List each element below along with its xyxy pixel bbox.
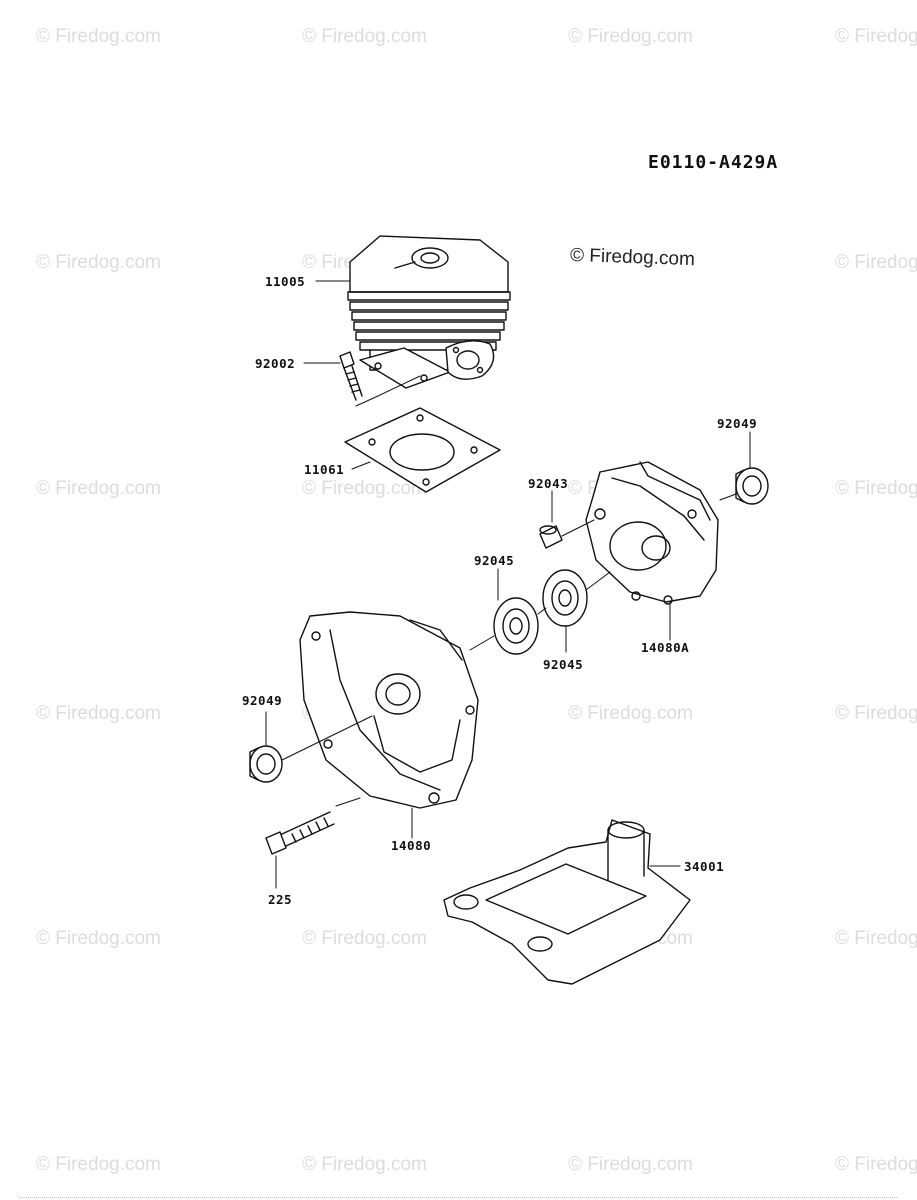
cylinder-drawing [347, 235, 511, 389]
watermark: © Firedog.com [302, 1154, 427, 1175]
part-label-cylinder-bolt: 92002 [255, 356, 296, 371]
crankcase-left-drawing [299, 611, 479, 809]
watermark: © Firedog.com [302, 26, 427, 47]
watermark: © Firedog.com [835, 1154, 917, 1175]
watermark: © Firedog.com [36, 252, 161, 273]
part-label-bearing-left: 92045 [474, 553, 515, 568]
watermark: © Firedog.com [302, 928, 427, 949]
diagram-code: E0110-A429A [648, 152, 779, 173]
cylinder-bolt-drawing [339, 351, 363, 401]
watermark: © Firedog.com [835, 928, 917, 949]
watermark: © Firedog.com [835, 26, 917, 47]
watermark: © Firedog.com [36, 478, 161, 499]
watermark: © Firedog.com [36, 26, 161, 47]
part-label-bracket: 34001 [684, 859, 725, 874]
part-label-cylinder-gasket: 11061 [304, 462, 345, 477]
oil-seal-left-drawing [249, 745, 283, 783]
cylinder-gasket-drawing [344, 407, 501, 493]
watermark: © Firedog.com [568, 1154, 693, 1175]
watermark: © Firedog.com [835, 252, 917, 273]
watermark: © Firedog.com [568, 703, 693, 724]
crankcase-right-drawing [585, 461, 719, 605]
watermark: © Firedog.com [835, 703, 917, 724]
watermark: © Firedog.com [36, 928, 161, 949]
bolt-drawing [265, 811, 335, 855]
part-label-cylinder: 11005 [265, 274, 306, 289]
oil-seal-right-drawing [735, 467, 769, 505]
bearing-right-drawing [542, 569, 588, 627]
part-label-crankcase-right: 14080A [641, 640, 690, 655]
part-label-bolt: 225 [268, 892, 293, 907]
part-label-oil-seal-right: 92049 [717, 416, 758, 431]
watermark: © Firedog.com [36, 703, 161, 724]
leader-lines [265, 280, 751, 889]
part-label-oil-seal-left: 92049 [242, 693, 283, 708]
watermark: © Firedog.com [568, 26, 693, 47]
part-label-crankcase-left: 14080 [391, 838, 432, 853]
bracket-drawing [443, 819, 691, 985]
part-label-dowel-pin: 92043 [528, 476, 569, 491]
assembly-lines [281, 493, 737, 807]
dowel-pin-drawing [539, 525, 563, 549]
bearing-left-drawing [493, 597, 539, 655]
part-label-bearing-right: 92045 [543, 657, 584, 672]
watermark: © Firedog.com [36, 1154, 161, 1175]
watermark: © Firedog.com [835, 478, 917, 499]
bottom-divider [20, 1197, 897, 1198]
watermark: © Firedog.com [302, 478, 427, 499]
